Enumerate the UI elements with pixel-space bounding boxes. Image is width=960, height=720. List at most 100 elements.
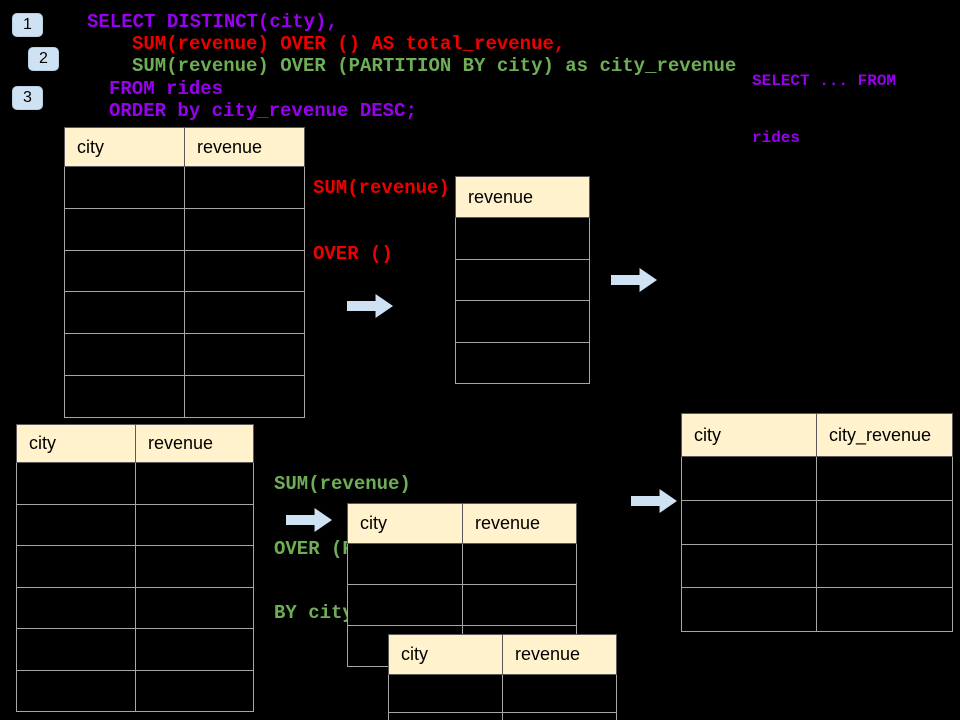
empty-cell xyxy=(185,167,305,209)
table-row xyxy=(16,463,254,505)
sql-line-total-revenue: SUM(revenue) OVER () AS total_revenue, xyxy=(132,33,566,55)
empty-cell xyxy=(347,544,463,585)
sql-line-order-by: ORDER by city_revenue DESC; xyxy=(109,100,417,122)
total-annotation-line-1: SUM(revenue) xyxy=(313,177,450,199)
empty-cell xyxy=(503,713,617,720)
column-header: revenue xyxy=(503,634,617,675)
table-row xyxy=(16,629,254,671)
total-revenue-annotation: SUM(revenue) OVER () xyxy=(313,133,450,309)
empty-cell xyxy=(16,670,136,712)
empty-cell xyxy=(185,292,305,335)
empty-cell xyxy=(185,376,305,418)
arrow-right-icon xyxy=(611,268,657,292)
table-row xyxy=(64,334,305,377)
empty-cell xyxy=(817,544,953,589)
empty-cell xyxy=(463,544,577,585)
table-row xyxy=(347,585,577,626)
empty-cell xyxy=(817,588,953,632)
table-row xyxy=(16,546,254,588)
table-row xyxy=(455,218,590,260)
total-annotation-line-2: OVER () xyxy=(313,243,393,265)
empty-cell xyxy=(64,334,185,377)
sql-line-select: SELECT DISTINCT(city), xyxy=(87,11,338,33)
sql-line-from: FROM rides xyxy=(109,78,224,100)
step-badge-2: 2 xyxy=(28,47,59,71)
column-header: city xyxy=(681,413,817,457)
step-badge-3: 3 xyxy=(12,86,43,110)
empty-cell xyxy=(817,500,953,545)
empty-cell xyxy=(388,675,503,713)
empty-cell xyxy=(16,629,136,671)
table-row xyxy=(16,587,254,629)
arrow-right-icon xyxy=(631,489,677,513)
table-row xyxy=(64,167,305,209)
table-row xyxy=(455,259,590,301)
empty-cell xyxy=(64,167,185,209)
empty-cell xyxy=(16,463,136,505)
column-header: city xyxy=(347,503,463,544)
table-header-row: revenue xyxy=(455,176,590,218)
table-row xyxy=(64,208,305,251)
table-row xyxy=(681,500,953,545)
empty-cell xyxy=(64,208,185,251)
table-total-revenue-result: revenue xyxy=(455,176,590,384)
column-header: city xyxy=(64,127,185,167)
empty-cell xyxy=(681,588,817,632)
column-header: revenue xyxy=(463,503,577,544)
empty-cell xyxy=(388,713,503,720)
table-row xyxy=(64,250,305,293)
column-header: city xyxy=(388,634,503,675)
empty-cell xyxy=(681,544,817,589)
empty-cell xyxy=(136,504,254,546)
table-row xyxy=(388,675,617,713)
empty-cell xyxy=(455,342,590,384)
empty-cell xyxy=(347,585,463,626)
table-row xyxy=(16,504,254,546)
column-header: revenue xyxy=(185,127,305,167)
empty-cell xyxy=(136,587,254,629)
table-row xyxy=(388,713,617,720)
empty-cell xyxy=(463,585,577,626)
empty-cell xyxy=(136,463,254,505)
empty-cell xyxy=(681,500,817,545)
empty-cell xyxy=(136,629,254,671)
column-header: city_revenue xyxy=(817,413,953,457)
table-row xyxy=(347,544,577,585)
empty-cell xyxy=(136,670,254,712)
partition-annotation-line-1: SUM(revenue) xyxy=(274,473,411,495)
empty-cell xyxy=(16,504,136,546)
empty-cell xyxy=(455,259,590,301)
empty-cell xyxy=(16,546,136,588)
table-row xyxy=(64,292,305,335)
empty-cell xyxy=(64,376,185,418)
empty-cell xyxy=(185,334,305,377)
column-header: revenue xyxy=(455,176,590,218)
empty-cell xyxy=(64,292,185,335)
sql-line-city-revenue: SUM(revenue) OVER (PARTITION BY city) as… xyxy=(132,55,737,77)
empty-cell xyxy=(455,301,590,343)
table-row xyxy=(681,544,953,589)
table-row xyxy=(681,588,953,632)
step-badge-1: 1 xyxy=(12,13,43,37)
empty-cell xyxy=(817,457,953,501)
empty-cell xyxy=(64,250,185,293)
table-row xyxy=(681,457,953,501)
table-row xyxy=(455,342,590,384)
corner-note-line-2: rides xyxy=(752,129,801,147)
empty-cell xyxy=(455,218,590,260)
corner-note: SELECT ... FROM rides xyxy=(752,34,896,186)
corner-note-line-1: SELECT ... FROM xyxy=(752,72,897,90)
empty-cell xyxy=(503,675,617,713)
empty-cell xyxy=(16,587,136,629)
table-row xyxy=(16,670,254,712)
empty-cell xyxy=(185,208,305,251)
column-header: city xyxy=(16,424,136,463)
table-row xyxy=(455,301,590,343)
